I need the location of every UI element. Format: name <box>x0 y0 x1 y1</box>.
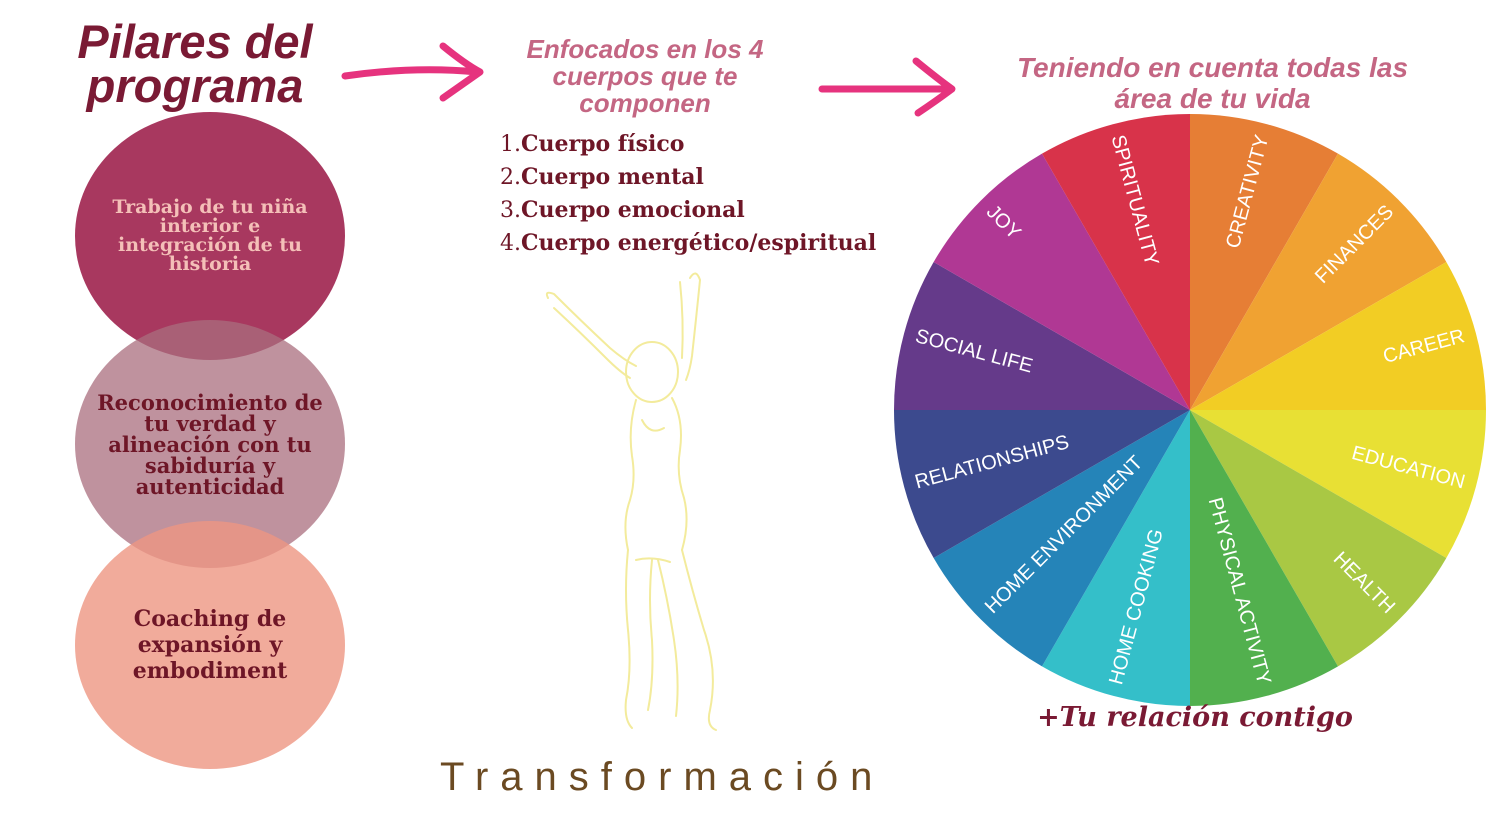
pillar-label-3: Coaching de expansión y embodiment <box>132 606 288 684</box>
list-number: 4. <box>500 231 521 256</box>
wheel-segment <box>1190 262 1486 410</box>
list-label: Cuerpo energético/espiritual <box>521 230 877 256</box>
wheel-segment <box>1190 153 1447 410</box>
list-item: 4.Cuerpo energético/espiritual <box>500 227 876 260</box>
list-item: 3.Cuerpo emocional <box>500 194 876 227</box>
pillar-label-2: Reconocimiento de tu verdad y alineación… <box>97 389 323 499</box>
bodies-list: 1.Cuerpo físico 2.Cuerpo mental 3.Cuerpo… <box>500 128 876 260</box>
wheel-segment <box>933 153 1190 410</box>
list-number: 2. <box>500 165 521 190</box>
pillar-label-1: Trabajo de tu niña interior e integració… <box>112 196 308 275</box>
title-line-2: programa <box>86 59 304 112</box>
wheel-segment <box>933 410 1190 667</box>
list-item: 1.Cuerpo físico <box>500 128 876 161</box>
list-number: 1. <box>500 132 521 157</box>
pillar-circle-1: Trabajo de tu niña interior e integració… <box>75 112 345 360</box>
wheel-segment <box>1190 114 1338 410</box>
wheel-heading: Teniendo en cuenta todas las área de tu … <box>1016 52 1409 114</box>
wheel-segment <box>894 262 1190 410</box>
list-number: 3. <box>500 198 521 223</box>
list-item: 2.Cuerpo mental <box>500 161 876 194</box>
title-line-1: Pilares del <box>77 15 313 68</box>
list-label: Cuerpo físico <box>521 131 685 157</box>
wheel-segment <box>894 410 1190 558</box>
list-label: Cuerpo emocional <box>521 197 745 223</box>
wheel-segment <box>1190 410 1338 706</box>
bodies-heading: Enfocados en los 4 cuerpos que te compon… <box>526 34 764 118</box>
arrow-icon-2 <box>818 57 956 117</box>
list-label: Cuerpo mental <box>521 164 704 190</box>
wheel-segment <box>1190 410 1447 667</box>
wheel-footer-text: +Tu relación contigo <box>1037 702 1353 733</box>
arrow-icon-1 <box>341 42 484 102</box>
dancing-figure-illustration <box>545 272 717 731</box>
wheel-segment <box>1190 410 1486 558</box>
transformation-label: Transformación <box>440 755 885 799</box>
pillar-circle-3: Coaching de expansión y embodiment <box>75 521 345 769</box>
wheel-segment <box>1042 410 1190 706</box>
wheel-segment <box>1042 114 1190 410</box>
page-title: Pilares del programa <box>40 18 350 109</box>
pillar-circle-2: Reconocimiento de tu verdad y alineación… <box>75 320 345 568</box>
